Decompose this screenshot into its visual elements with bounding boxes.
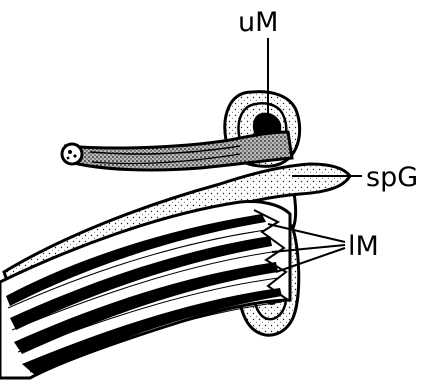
label-lm: lM <box>348 231 379 262</box>
label-spg: spG <box>366 162 418 193</box>
label-um: uM <box>238 7 278 38</box>
muscle-bundles <box>0 202 290 379</box>
